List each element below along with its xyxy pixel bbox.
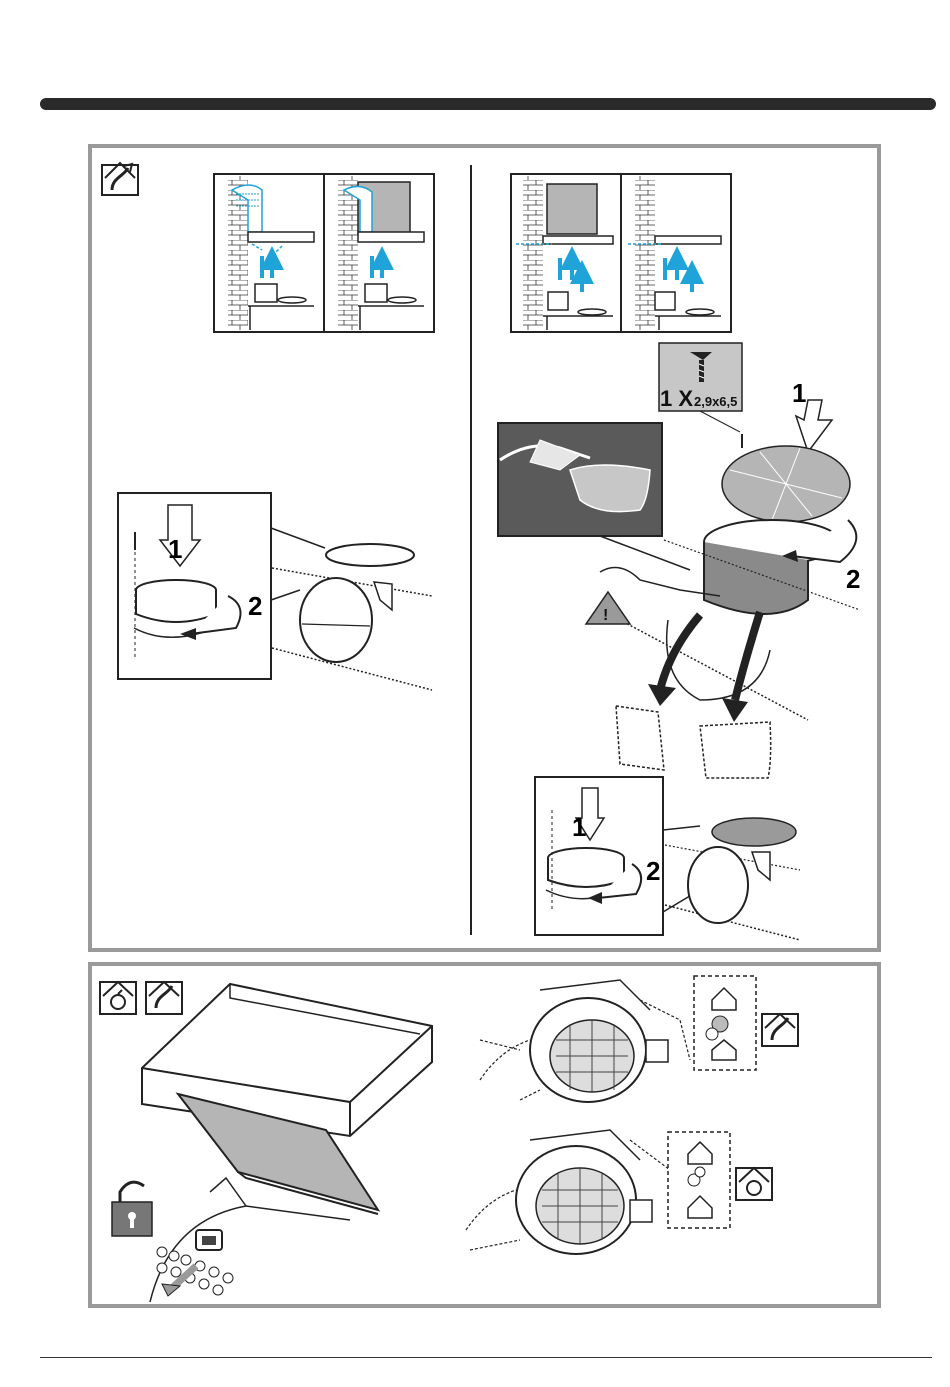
footer-rule [40, 1357, 932, 1358]
fan-motor-recirc [466, 1130, 680, 1254]
ducted-mode-icon [762, 1014, 798, 1046]
recirculation-mode-icon [736, 1168, 772, 1200]
hood-with-filter [142, 984, 432, 1214]
filter-latch-detail [150, 1178, 350, 1302]
fan-motor-ducted [480, 980, 690, 1102]
unlock-padlock-icon [112, 1182, 152, 1236]
mode-selector-recirc [668, 1132, 730, 1228]
mode-selector-ducted [694, 976, 756, 1070]
recirculation-mode-icon [100, 982, 136, 1014]
ducted-mode-icon [146, 982, 182, 1014]
